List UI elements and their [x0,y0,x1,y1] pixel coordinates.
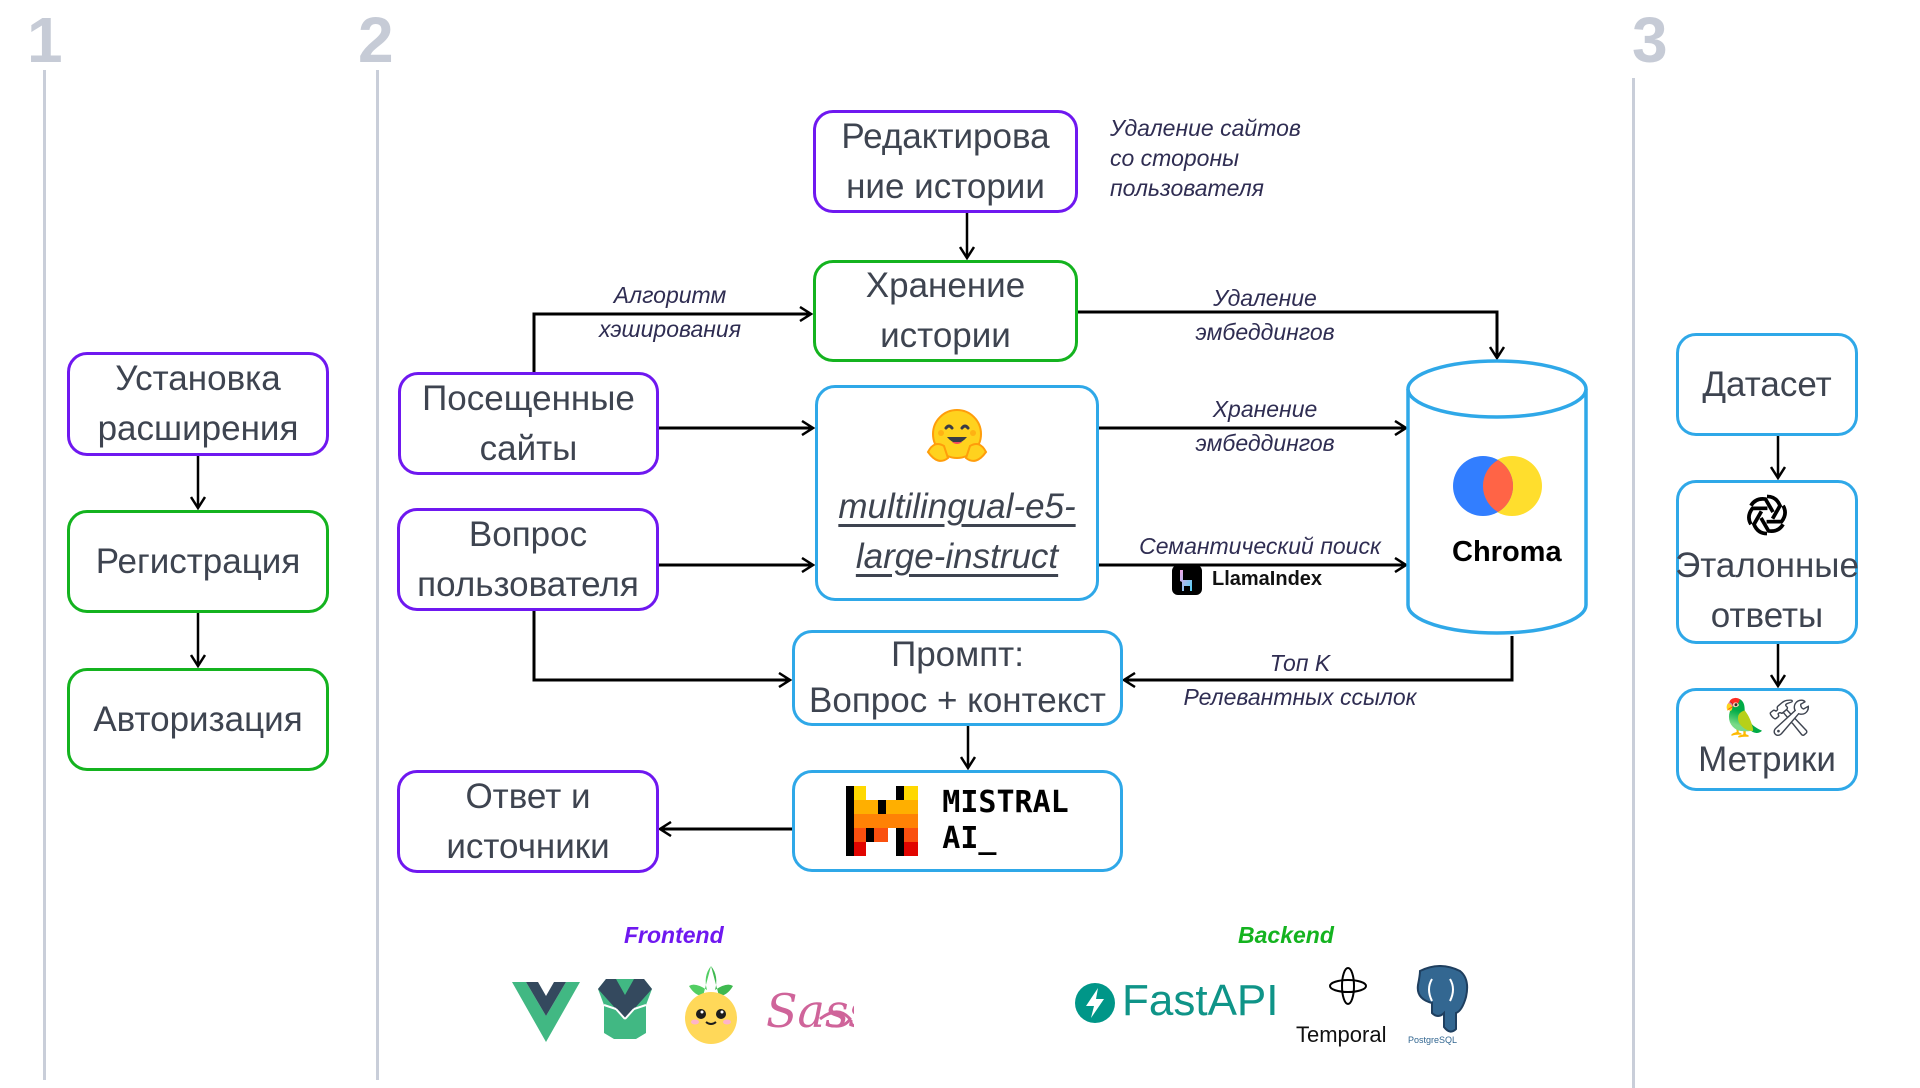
dataset-box: Датасет [1676,333,1858,436]
reference-answers-box: Эталонные ответы [1675,480,1859,644]
authorization-label: Авторизация [93,699,303,739]
openai-icon [1747,494,1787,536]
store-embeddings-line1: Хранение [1212,396,1318,422]
install-extension-label: Установка расширения [97,359,299,448]
top-k-line2: Релевантных ссылок [1183,684,1417,710]
top-k-line1: Топ K [1269,650,1331,676]
section-number-2: 2 [358,4,394,76]
hashing-label: Алгоритм хэширования [585,278,755,346]
semantic-search-label: Семантический поиск [1120,529,1400,563]
edit-history-line2: ние истории [846,166,1045,206]
answer-line2: источники [446,826,610,866]
arrow-storage-to-chroma [1078,310,1497,358]
visited-sites-line1: Посещенные [422,378,635,418]
vue-icon [512,982,580,1042]
pinia-icon [685,966,737,1044]
edit-note-line1: Удаление сайтов [1110,115,1301,141]
arrow-chroma-to-prompt [1124,636,1514,680]
edit-history-box: Редактирова ние истории [813,110,1078,213]
metrics-label: Метрики [1698,739,1836,779]
section-number-3: 3 [1632,4,1668,76]
metrics-box: 🦜🛠 Метрики [1676,688,1858,791]
delete-embeddings-label: Удаление эмбеддингов [1170,281,1360,349]
answer-box: Ответ и источники [397,770,659,873]
postgresql-label: PostgreSQL [1408,1035,1457,1045]
hashing-line1: Алгоритм [613,282,727,308]
mistral-wordmark: MISTRAL AI_ [942,785,1068,857]
sass-icon: Sass [766,984,854,1038]
fastapi-label: FastAPI [1122,976,1279,1025]
dataset-label: Датасет [1702,364,1832,404]
semantic-search-line1: Семантический поиск [1139,533,1381,559]
answer-line1: Ответ и [465,776,591,816]
prompt-line1: Промпт: [891,635,1024,674]
user-question-line2: пользователя [417,564,639,604]
temporal-label: Temporal [1296,1022,1387,1047]
chroma-label: Chroma [1452,536,1562,568]
arrow-visited-to-storage [532,314,811,372]
history-storage-line2: истории [880,316,1011,355]
edit-note-line3: пользователя [1110,175,1264,201]
parrot-tools-icon: 🦜🛠 [1721,696,1813,738]
reference-answers-line1: Эталонные [1675,546,1859,585]
reference-answers-line2: ответы [1710,596,1824,635]
postgresql-icon: PostgreSQL [1408,965,1469,1045]
edit-history-line1: Редактирова [841,116,1050,156]
backend-title: Backend [1238,922,1334,948]
history-storage-line1: Хранение [865,266,1026,305]
registration-box: Регистрация [67,510,329,613]
embedding-model-box: multilingual-e5- large-instruct [815,385,1099,601]
prompt-line2: Вопрос + контекст [809,681,1106,720]
history-storage-box: Хранение истории [813,260,1078,362]
section-divider-2 [376,70,379,1080]
edit-note-line2: со стороны [1110,145,1240,171]
authorization-box: Авторизация [67,668,329,771]
llamaindex-icon [1172,565,1202,595]
section-number-1: 1 [27,4,63,76]
frontend-title: Frontend [624,922,724,948]
llamaindex-label: LlamaIndex [1212,568,1323,590]
delete-embeddings-line1: Удаление [1213,285,1317,311]
visited-sites-box: Посещенные сайты [398,372,659,475]
arrow-question-to-prompt [532,611,790,680]
user-question-line1: Вопрос [468,514,588,554]
quasar-icon [598,979,652,1039]
mistral-ai-icon [846,786,919,856]
embedding-model-line1[interactable]: multilingual-e5- [838,487,1076,526]
store-embeddings-line2: эмбеддингов [1195,430,1335,456]
embedding-model-line2[interactable]: large-instruct [855,537,1059,576]
delete-embeddings-line2: эмбеддингов [1195,319,1335,345]
mistral-line2: AI_ [942,821,997,856]
prompt-box: Промпт: Вопрос + контекст [792,630,1123,726]
fastapi-icon [1075,983,1115,1023]
registration-label: Регистрация [95,541,301,581]
mistral-line1: MISTRAL [942,785,1069,820]
temporal-icon [1329,967,1367,1005]
llm-box: MISTRAL AI_ [792,770,1123,872]
section-divider-1 [43,70,46,1080]
install-extension-box: Установка расширения [67,352,329,456]
visited-sites-line2: сайты [479,428,578,468]
edit-history-note: Удаление сайтов со стороны пользователя [1110,113,1301,203]
user-question-box: Вопрос пользователя [397,508,659,611]
hugging-face-icon [926,409,988,462]
section-divider-3 [1632,78,1635,1088]
hashing-line2: хэширования [598,316,742,342]
top-k-label: Топ K Релевантных ссылок [1165,646,1435,714]
store-embeddings-label: Хранение эмбеддингов [1170,392,1360,460]
chroma-logo-icon [1453,456,1542,516]
